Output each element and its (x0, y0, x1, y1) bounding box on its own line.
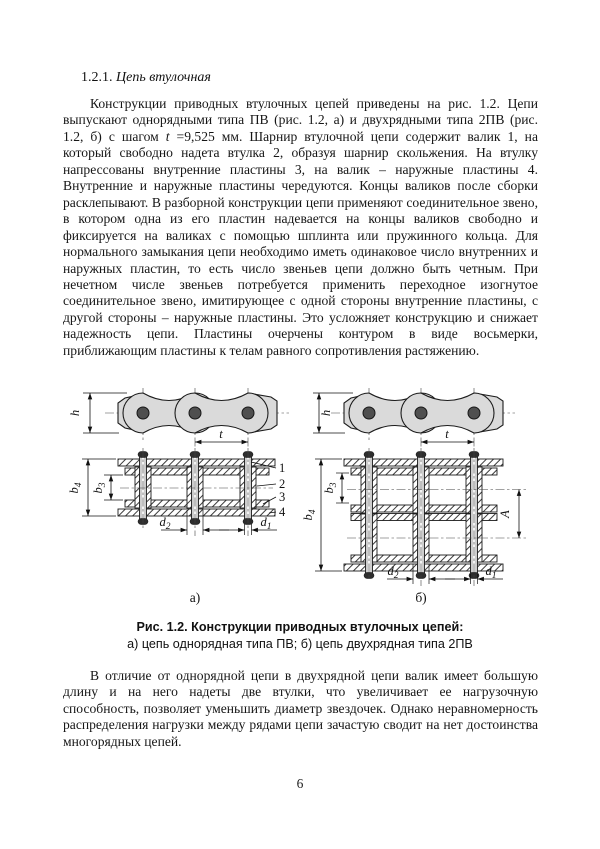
dim-label-d1: d1 (486, 564, 497, 581)
dim-label-d2: d2 (388, 564, 399, 581)
section-title: Цепь втулочная (116, 70, 211, 85)
paragraph-2: В отличие от однорядной цепи в двухрядно… (63, 668, 538, 749)
dim-label-b4: b4 (301, 509, 318, 520)
dim-label-A: A (498, 510, 512, 519)
page-number: 6 (296, 776, 304, 791)
chain-link-plate (400, 392, 495, 434)
figure-caption-title: Рис. 1.2. Конструкции приводных втулочны… (136, 620, 464, 634)
subfigure-label-a: а) (190, 590, 201, 605)
dim-label-h: h (68, 410, 82, 416)
paragraph-1: Конструкции приводных втулочных цепей пр… (63, 96, 538, 378)
figure-caption-subtitle: а) цепь однорядная типа ПВ; б) цепь двух… (127, 636, 473, 651)
dim-label-d1: d1 (261, 515, 272, 532)
pin-end (241, 406, 255, 420)
pitch-symbol: t (165, 128, 170, 144)
pin-end (136, 406, 150, 420)
right-figure-top-view: h t (313, 388, 515, 448)
left-figure-cross-section: b4 b3 d2 d1 1 2 3 4 (67, 448, 286, 536)
pin-end (414, 406, 428, 420)
dim-label-d2: d2 (160, 515, 171, 532)
paragraph-1-text-a: Конструкции приводных втулочных цепей пр… (63, 96, 538, 144)
pin-end (362, 406, 376, 420)
subfigure-label-b: б) (415, 590, 426, 605)
dim-label-b4: b4 (67, 482, 84, 493)
dim-label-b3: b3 (322, 482, 339, 493)
dim-label-t: t (219, 427, 223, 441)
paragraph-1-text-b: =9,525 мм. Шарнир втулочной цепи содержи… (63, 128, 538, 358)
chain-link-plate (174, 392, 269, 434)
part-number-1: 1 (279, 461, 285, 475)
left-figure-top-view: h t (68, 388, 289, 448)
pin-end (188, 406, 202, 420)
dim-label-h: h (319, 410, 333, 416)
right-figure-cross-section: b4 b3 A d2 d1 (301, 448, 527, 586)
dim-label-b3: b3 (91, 482, 108, 493)
figure-chain-drawings: h t (67, 388, 527, 605)
section-heading: 1.2.1. Цепь втулочная (81, 70, 211, 86)
dim-label-t: t (445, 427, 449, 441)
figure-caption: Рис. 1.2. Конструкции приводных втулочны… (40, 619, 560, 652)
pin-end (467, 406, 481, 420)
part-number-2: 2 (279, 477, 285, 491)
part-number-3: 3 (279, 490, 285, 504)
part-number-4: 4 (279, 505, 286, 519)
section-number: 1.2.1. (81, 70, 113, 85)
